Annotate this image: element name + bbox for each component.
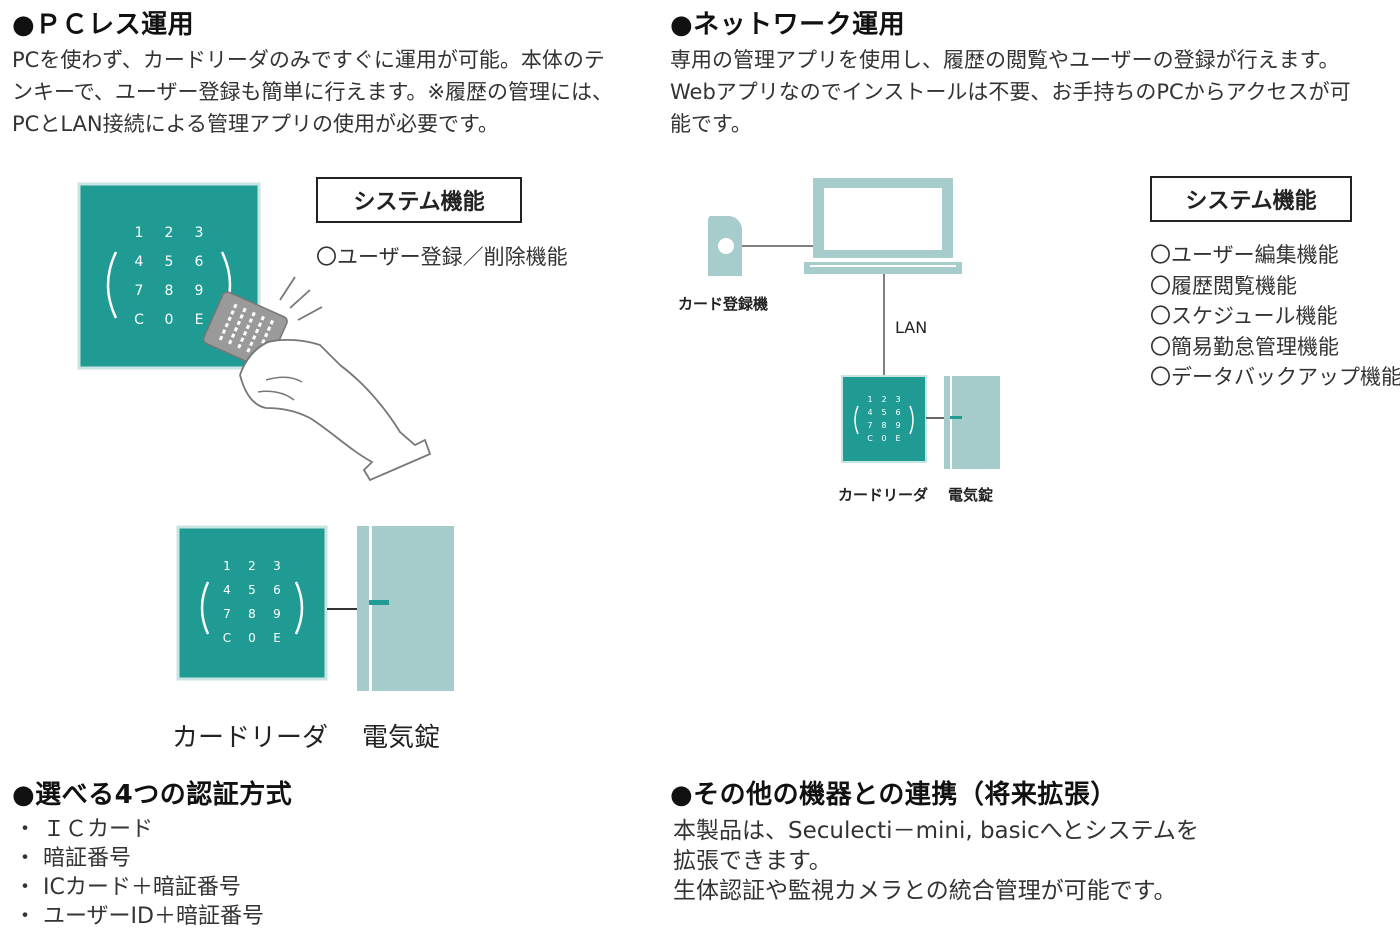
reader-lock-diagram: 1 2 3 4 5 6 7 8 9C 0 E bbox=[176, 525, 454, 691]
keypad-key: E bbox=[895, 434, 900, 443]
keypad-key: 0 bbox=[165, 312, 174, 328]
lan-label: LAN bbox=[895, 318, 928, 337]
keypad-key: 0 bbox=[248, 631, 256, 645]
caption-electric-lock: 電気錠 bbox=[362, 723, 441, 753]
hand bbox=[239, 338, 432, 482]
keypad-key: 9 bbox=[273, 607, 281, 621]
feature-item: 〇履歴閲覧機能 bbox=[1150, 273, 1297, 298]
system-function-label: システム機能 bbox=[316, 177, 522, 223]
keypad-key: 7 bbox=[135, 283, 144, 299]
auth-method-item: ・ 暗証番号 bbox=[14, 846, 131, 871]
feature-item: 〇ユーザー登録／削除機能 bbox=[316, 245, 568, 269]
keypad-key: 8 bbox=[881, 421, 886, 430]
keypad-key: C bbox=[223, 631, 231, 645]
keypad-key: 2 bbox=[881, 395, 886, 404]
lock-edge bbox=[357, 526, 369, 691]
reader-keypad: 1 2 3 4 5 6 7 8 9C 0 E bbox=[134, 225, 203, 328]
keypad-key: 1 bbox=[867, 395, 872, 404]
pcless-heading: ●ＰＣレス運用 bbox=[12, 10, 195, 40]
keypad-key: 5 bbox=[881, 408, 886, 417]
feature-item: 〇簡易勤怠管理機能 bbox=[1150, 334, 1339, 359]
caption-electric-lock: 電気錠 bbox=[948, 486, 994, 504]
keypad-key: 7 bbox=[223, 607, 231, 621]
keypad-key: 4 bbox=[867, 408, 872, 417]
keypad-key: 4 bbox=[135, 254, 144, 270]
pcless-description: PCを使わず、カードリーダのみですぐに運用が可能。本体のテ ンキーで、ユーザー登… bbox=[12, 48, 613, 136]
lock-bolt bbox=[369, 600, 389, 605]
reader-body bbox=[176, 525, 328, 681]
keypad-key: E bbox=[273, 631, 281, 645]
auth-method-item: ・ ＩＣカード bbox=[14, 817, 153, 842]
keypad-key: E bbox=[195, 312, 204, 328]
keypad-key: 8 bbox=[165, 283, 174, 299]
auth-method-list: ・ ＩＣカード ・ 暗証番号 ・ ICカード＋暗証番号 ・ ユーザーID＋暗証番… bbox=[14, 815, 264, 931]
keypad-key: 9 bbox=[895, 421, 900, 430]
keypad-key: 2 bbox=[248, 559, 256, 573]
electric-lock bbox=[372, 526, 454, 691]
keypad-key: 8 bbox=[248, 607, 256, 621]
system-function-label: システム機能 bbox=[1150, 176, 1352, 222]
future-heading: ●その他の機器との連携（将来拡張） bbox=[670, 780, 1117, 810]
reader-bracket-left bbox=[106, 251, 118, 319]
auth-method-item: ・ ICカード＋暗証番号 bbox=[14, 875, 241, 900]
keypad-key: 6 bbox=[273, 583, 281, 597]
reader-keypad: 1 2 3 4 5 6 7 8 9C 0 E bbox=[223, 559, 281, 645]
keypad-key: 6 bbox=[195, 254, 204, 270]
signal-waves bbox=[279, 276, 323, 321]
card-registrar-label: カード登録機 bbox=[678, 295, 769, 313]
network-feature-list: 〇ユーザー編集機能 〇履歴閲覧機能 〇スケジュール機能 〇簡易勤怠管理機能 〇デ… bbox=[1150, 240, 1400, 393]
caption-card-reader: カードリーダ bbox=[838, 486, 929, 504]
keypad-key: 4 bbox=[223, 583, 231, 597]
future-description: 本製品は、Seculecti－mini, basicへとシステムを 拡張できます… bbox=[673, 818, 1199, 904]
keypad-key: 5 bbox=[165, 254, 174, 270]
auth-method-item: ・ ユーザーID＋暗証番号 bbox=[14, 904, 264, 929]
network-heading: ●ネットワーク運用 bbox=[670, 10, 906, 40]
keypad-key: 3 bbox=[895, 395, 900, 404]
keypad-key: 3 bbox=[195, 225, 204, 241]
keypad-key: 3 bbox=[273, 559, 281, 573]
electric-lock bbox=[952, 376, 1000, 469]
reader-body bbox=[841, 375, 927, 463]
keypad-key: 9 bbox=[195, 283, 204, 299]
feature-item: 〇データバックアップ機能 bbox=[1150, 365, 1400, 389]
network-description: 専用の管理アプリを使用し、履歴の閲覧やユーザーの登録が行えます。 Webアプリな… bbox=[670, 48, 1351, 136]
card-tap-illustration: 1 2 3 4 5 6 7 8 9C 0 E bbox=[77, 182, 432, 482]
keypad-key: C bbox=[134, 312, 144, 328]
feature-item: 〇スケジュール機能 bbox=[1150, 304, 1338, 328]
keypad-key: 6 bbox=[895, 408, 900, 417]
keypad-key: 1 bbox=[135, 225, 144, 241]
pcless-feature-list: 〇ユーザー登録／削除機能 bbox=[316, 242, 568, 273]
keypad-key: 1 bbox=[223, 559, 231, 573]
keypad-key: 2 bbox=[165, 225, 174, 241]
keypad-key: 0 bbox=[881, 434, 886, 443]
feature-item: 〇ユーザー編集機能 bbox=[1150, 243, 1339, 267]
auth-heading: ●選べる4つの認証方式 bbox=[12, 780, 293, 810]
keypad-key: 5 bbox=[248, 583, 256, 597]
caption-card-reader: カードリーダ bbox=[172, 723, 329, 753]
keypad-key: C bbox=[867, 434, 873, 443]
keypad-key: 7 bbox=[867, 421, 872, 430]
